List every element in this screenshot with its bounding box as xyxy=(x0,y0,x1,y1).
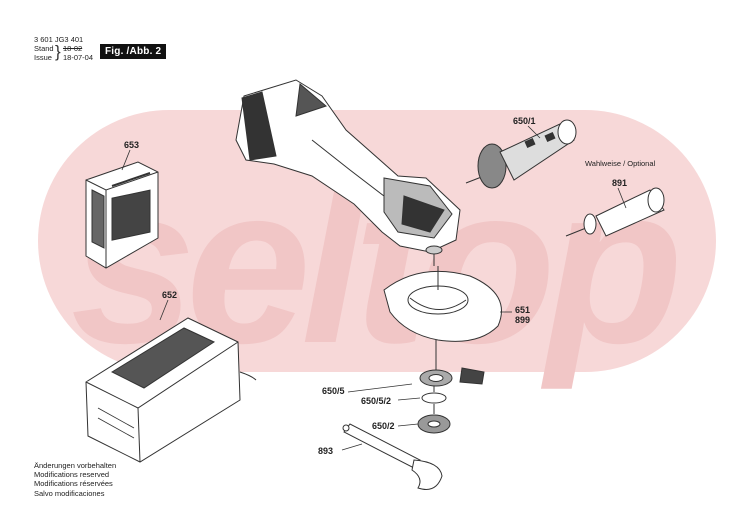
wheel-guard xyxy=(383,266,502,342)
auxiliary-handle xyxy=(565,187,665,237)
note-de: Änderungen vorbehalten xyxy=(34,461,117,470)
label-650-5-2: 650/5/2 xyxy=(361,396,391,406)
stand-value: 18-02 xyxy=(63,44,83,53)
modification-notes: Änderungen vorbehalten Modifications res… xyxy=(34,461,116,498)
leader-650-5-2 xyxy=(397,397,421,401)
two-pin-spanner xyxy=(342,423,443,490)
label-650-1: 650/1 xyxy=(513,116,536,126)
leader-652 xyxy=(159,299,169,321)
note-es: Salvo modificaciones xyxy=(34,488,105,498)
leader-650-5 xyxy=(347,383,413,393)
optional-note: Wahlweise / Optional xyxy=(585,159,656,168)
figure-label: Fig. /Abb. 2 xyxy=(100,44,167,59)
header-brace: } xyxy=(55,42,61,61)
label-891: 891 xyxy=(612,178,627,188)
issue-value: 18-07-04 xyxy=(63,53,94,62)
leader-653 xyxy=(121,149,131,171)
leader-891 xyxy=(617,187,627,209)
note-en: Modifications reserved xyxy=(34,470,110,480)
angle-grinder-body xyxy=(235,79,461,266)
label-650-2: 650/2 xyxy=(372,421,395,431)
battery-charger xyxy=(85,317,257,463)
label-651: 651 xyxy=(515,305,530,315)
leader-650-2 xyxy=(397,423,419,427)
stand-label: Stand xyxy=(34,44,54,53)
battery-pack xyxy=(85,161,159,269)
clamping-nut xyxy=(417,404,451,434)
label-650-5: 650/5 xyxy=(322,386,345,396)
label-653: 653 xyxy=(124,140,139,150)
issue-label: Issue xyxy=(34,53,52,62)
leader-650-1 xyxy=(527,125,541,139)
doc-number: 3 601 JG3 401 xyxy=(34,35,84,44)
leader-893 xyxy=(341,443,363,451)
side-handle xyxy=(465,119,577,189)
label-893: 893 xyxy=(318,446,333,456)
mounting-flange xyxy=(419,340,485,387)
label-899: 899 xyxy=(515,315,530,325)
note-fr: Modifications réservées xyxy=(34,479,113,489)
o-ring xyxy=(421,386,447,404)
label-652: 652 xyxy=(162,290,177,300)
